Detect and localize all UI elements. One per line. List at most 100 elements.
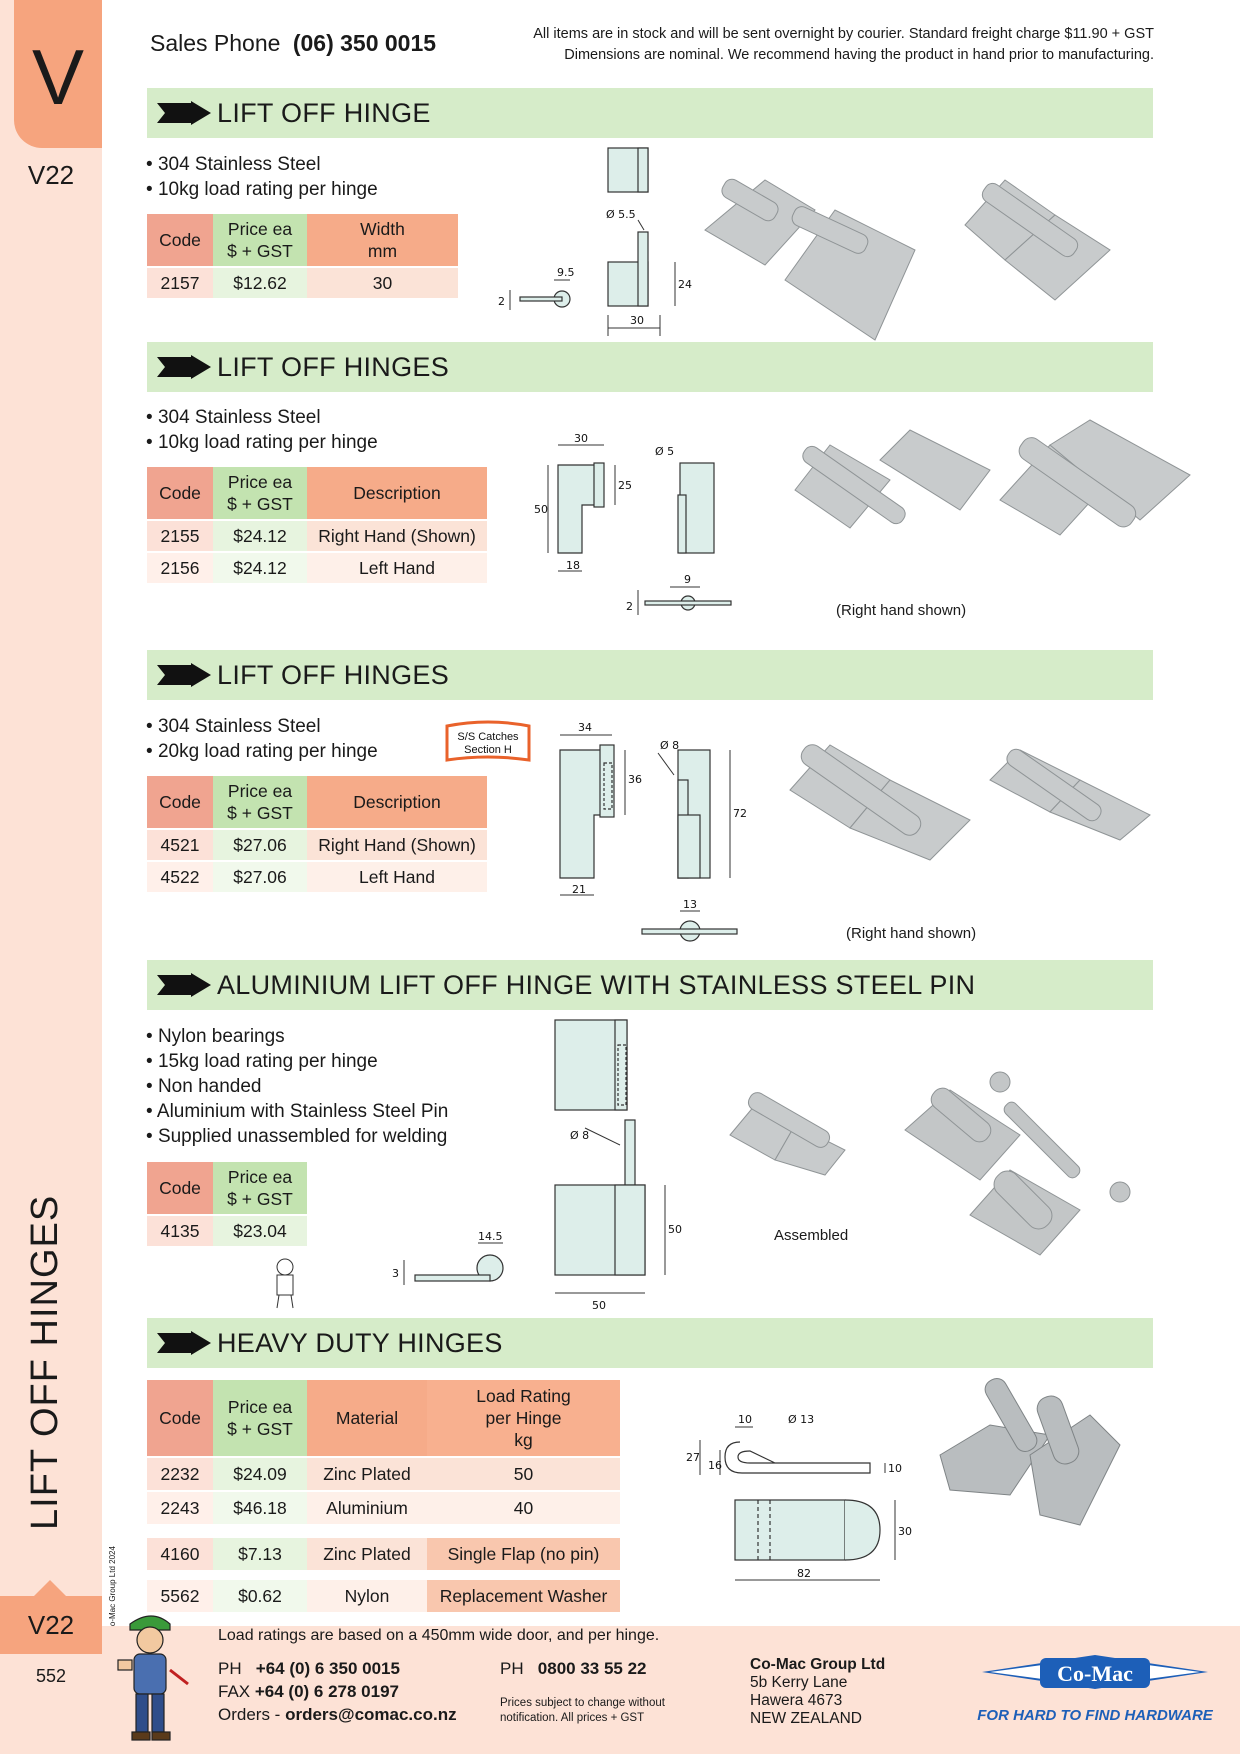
col-price: Price ea $ + GST xyxy=(213,214,307,266)
col-code: Code xyxy=(147,776,213,828)
svg-text:Co-Mac: Co-Mac xyxy=(1057,1661,1133,1686)
side-rail xyxy=(0,0,102,1754)
product-photo-heavy-duty-hinge xyxy=(939,1378,1121,1526)
svg-text:16: 16 xyxy=(708,1459,722,1472)
page-number: 552 xyxy=(35,1666,67,1686)
svg-text:14.5: 14.5 xyxy=(478,1230,503,1243)
svg-text:10: 10 xyxy=(738,1413,752,1426)
sales-phone: Sales Phone (06) 350 0015 xyxy=(150,30,437,56)
caption: Assembled xyxy=(774,1227,849,1244)
product-photo-parts xyxy=(904,1071,1131,1256)
product-photo-hinge xyxy=(729,1092,846,1176)
svg-text:30: 30 xyxy=(898,1525,912,1538)
svg-text:2: 2 xyxy=(626,600,633,613)
section-tab-letter: V xyxy=(31,33,85,121)
section-bar-3: LIFT OFF HINGES xyxy=(147,650,1153,700)
dimension-diagram: 34 36 72 21 Ø 8 13 xyxy=(559,721,747,942)
svg-text:25: 25 xyxy=(618,479,632,492)
footer-email[interactable]: orders@comac.co.nz xyxy=(285,1705,457,1724)
feature-list: 304 Stainless Steel20kg load rating per … xyxy=(146,714,378,764)
dimension-diagram: 30 50 25 18 Ø 5 9 2 xyxy=(534,432,732,615)
product-photo-hinge xyxy=(794,419,1191,536)
col-code: Code xyxy=(147,214,213,266)
svg-text:10: 10 xyxy=(888,1462,902,1475)
caption: (Right hand shown) xyxy=(836,602,967,619)
price-table: Code Price ea $ + GST Description 4521$2… xyxy=(147,776,487,892)
svg-text:Ø 5: Ø 5 xyxy=(655,445,674,458)
catches-badge[interactable]: S/S Catches Section H xyxy=(443,716,533,764)
section-title: LIFT OFF HINGES xyxy=(217,352,450,382)
mascot-icon xyxy=(117,1615,189,1741)
product-photo-hinge xyxy=(704,178,1111,341)
svg-text:36: 36 xyxy=(628,773,642,786)
footer-contact: PH +64 (0) 6 350 0015 FAX +64 (0) 6 278 … xyxy=(218,1659,457,1724)
mascot-icon xyxy=(276,1258,294,1309)
svg-text:3: 3 xyxy=(392,1267,399,1280)
svg-text:Ø 8: Ø 8 xyxy=(660,739,679,752)
col-material: Material xyxy=(307,1380,427,1456)
section-title: LIFT OFF HINGE xyxy=(217,98,431,128)
page-code-top: V22 xyxy=(27,160,75,190)
page-code-badge: V22 xyxy=(0,1580,102,1654)
footer-fax[interactable]: +64 (0) 6 278 0197 xyxy=(254,1682,400,1701)
svg-text:72: 72 xyxy=(733,807,747,820)
col-price: Price ea $ + GST xyxy=(213,1380,307,1456)
col-price: Price ea $ + GST xyxy=(213,467,307,519)
footer xyxy=(102,1626,1240,1754)
dim-pin: Ø 5.5 xyxy=(606,208,636,221)
svg-text:34: 34 xyxy=(578,721,592,734)
section-title: ALUMINIUM LIFT OFF HINGE WITH STAINLESS … xyxy=(217,970,976,1000)
dimension-diagram: 10 Ø 13 27 16 10 30 82 xyxy=(686,1413,912,1581)
svg-text:50: 50 xyxy=(534,503,548,516)
col-code: Code xyxy=(147,1162,213,1214)
svg-text:13: 13 xyxy=(683,898,697,911)
comac-logo[interactable]: Co-Mac FOR HARD TO FIND HARDWARE xyxy=(977,1648,1214,1738)
svg-text:Ø 13: Ø 13 xyxy=(788,1413,814,1426)
col-code: Code xyxy=(147,1380,213,1456)
section-title: HEAVY DUTY HINGES xyxy=(217,1328,503,1358)
caption: (Right hand shown) xyxy=(846,925,977,942)
svg-text:82: 82 xyxy=(797,1567,811,1580)
svg-text:21: 21 xyxy=(572,883,586,896)
price-table: Code Price ea $ + GST Width mm 2157$12.6… xyxy=(147,214,458,298)
col-load-rating: Load Rating per Hinge kg xyxy=(427,1380,620,1456)
footer-freephone-number[interactable]: 0800 33 55 22 xyxy=(537,1659,647,1678)
price-table: Code Price ea $ + GST 4135$23.04 xyxy=(147,1162,307,1246)
col-price: Price ea $ + GST xyxy=(213,1162,307,1214)
footer-phone[interactable]: +64 (0) 6 350 0015 xyxy=(255,1659,400,1678)
svg-text:50: 50 xyxy=(668,1223,682,1236)
svg-text:S/S Catches: S/S Catches xyxy=(457,731,519,743)
svg-text:18: 18 xyxy=(566,559,580,572)
sales-phone-number[interactable]: (06) 350 0015 xyxy=(292,30,437,56)
svg-text:Section H: Section H xyxy=(464,744,512,756)
col-price: Price ea $ + GST xyxy=(213,776,307,828)
feature-list: 304 Stainless Steel10kg load rating per … xyxy=(146,152,378,202)
tagline: FOR HARD TO FIND HARDWARE xyxy=(977,1707,1214,1724)
section-bar-2: LIFT OFF HINGES xyxy=(147,342,1153,392)
dimension-diagram: Ø 5.5 9.5 30 24 2 xyxy=(498,147,692,336)
section-bar-4: ALUMINIUM LIFT OFF HINGE WITH STAINLESS … xyxy=(147,960,1153,1010)
footer-freephone: PH 0800 33 55 22 xyxy=(500,1659,647,1678)
col-description: Description xyxy=(307,776,487,828)
svg-text:9.5: 9.5 xyxy=(557,266,575,279)
svg-text:2: 2 xyxy=(498,295,505,308)
arrow-icon xyxy=(157,101,211,125)
section-title: LIFT OFF HINGES xyxy=(217,660,450,690)
section-bar-5: HEAVY DUTY HINGES xyxy=(147,1318,1153,1368)
table-row[interactable]: 4135$23.04 xyxy=(147,1214,307,1246)
arrow-icon xyxy=(157,355,211,379)
section-tab[interactable]: V xyxy=(14,0,102,148)
col-code: Code xyxy=(147,467,213,519)
svg-text:27: 27 xyxy=(686,1451,700,1464)
